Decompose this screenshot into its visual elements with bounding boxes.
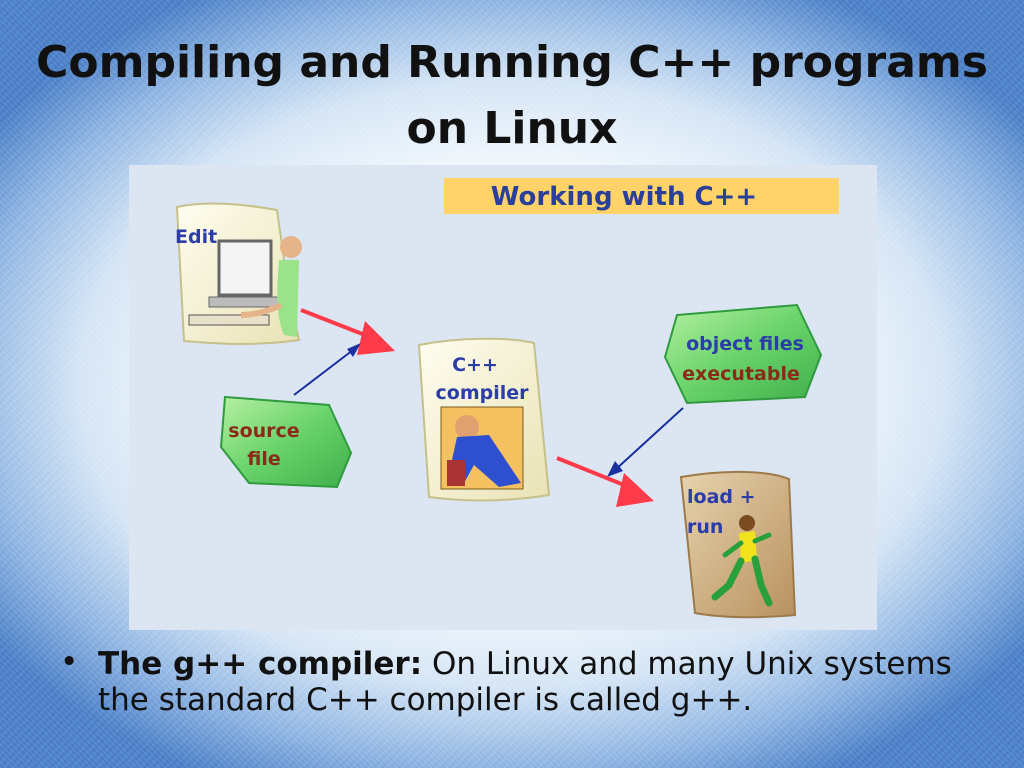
object-files-box: object files executable — [663, 303, 823, 405]
title-line-2: on Linux — [406, 103, 618, 154]
compiler-box: C++ compiler — [417, 337, 551, 502]
workflow-diagram: Working with C++ Edit source file C++ co… — [129, 165, 877, 630]
bullet-text: The g++ compiler: On Linux and many Unix… — [98, 646, 978, 718]
edit-workstation: Edit — [175, 202, 302, 345]
bullet-body: On Linux and many Unix systems the stand… — [98, 646, 952, 718]
edit-label: Edit — [175, 226, 217, 248]
runner-icon — [711, 515, 773, 607]
compiler-label-line1: C++ — [452, 354, 498, 376]
arrow-objects-to-run — [614, 407, 684, 471]
monitor-icon — [217, 239, 273, 297]
objects-label-line2: executable — [682, 363, 800, 385]
banner-text: Working with C++ — [491, 182, 757, 212]
banner: Working with C++ — [444, 178, 839, 214]
arrow-source-to-compiler — [293, 349, 354, 396]
arrow-compiler-to-run — [556, 456, 630, 489]
person-icon — [280, 236, 302, 258]
workflow-diagram-svg: Working with C++ Edit source file C++ co… — [175, 178, 839, 619]
arrow-edit-to-compiler — [300, 308, 366, 337]
bullet-bold-label: The g++ compiler: — [98, 646, 423, 682]
objects-label-line1: object files — [686, 333, 804, 355]
bullet-marker: • — [60, 644, 79, 680]
slide-title: Compiling and Running C++ programs on Li… — [0, 30, 1024, 162]
compiler-label-line2: compiler — [436, 382, 530, 404]
source-label-line1: source — [228, 420, 299, 442]
arrows — [293, 308, 684, 507]
run-label-line1: load + — [687, 486, 756, 508]
source-label-line2: file — [247, 448, 280, 470]
run-label-line2: run — [687, 516, 723, 538]
load-run-box: load + run — [679, 470, 797, 619]
title-line-1: Compiling and Running C++ programs — [36, 37, 988, 88]
source-file-box: source file — [219, 395, 353, 489]
